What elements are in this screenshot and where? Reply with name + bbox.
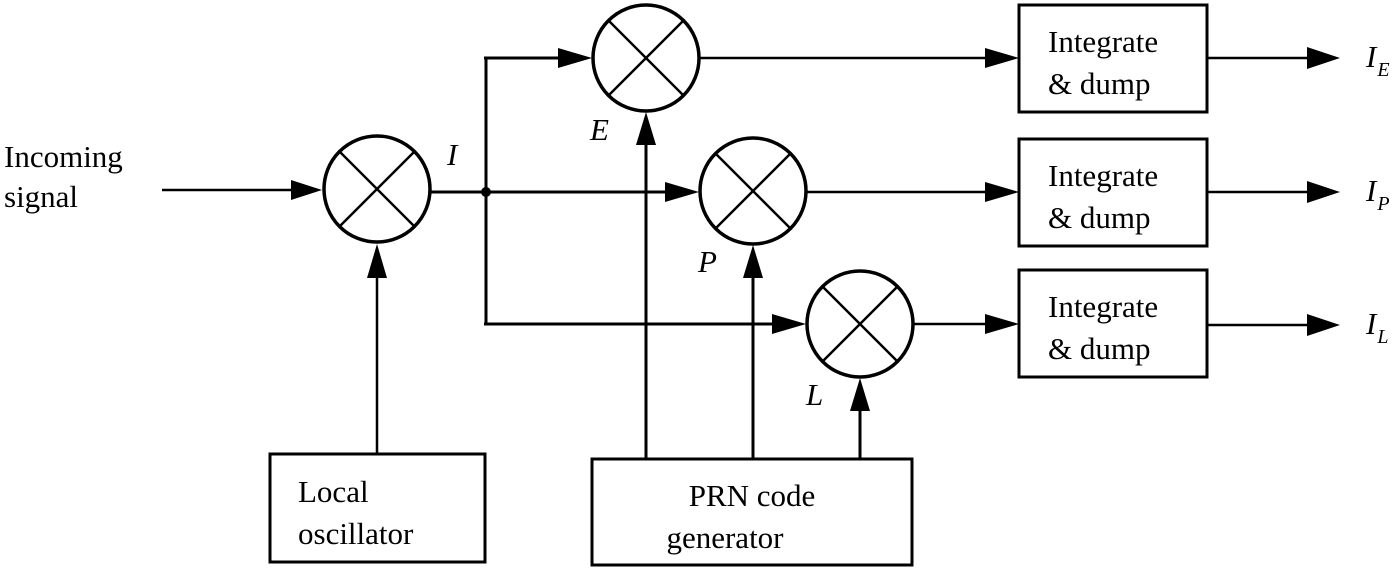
local-oscillator-box: Local oscillator (268, 452, 487, 564)
branch-e-arrow-icon (558, 48, 592, 68)
integrate-dump-p-line2: & dump (1048, 200, 1150, 235)
int-l-input-arrow-icon (985, 314, 1019, 334)
mixer-l-label: L (805, 377, 823, 412)
integrate-dump-e-line2: & dump (1048, 66, 1150, 101)
mixer-e-label: E (589, 112, 609, 147)
branch-p-arrow-icon (665, 182, 699, 202)
mixer-p-label: P (697, 244, 717, 279)
integrate-dump-l: Integrate & dump (1017, 268, 1209, 379)
int-p-input-arrow-icon (985, 182, 1019, 202)
incoming-signal-label-line2: signal (4, 179, 78, 214)
mixer-p (698, 136, 808, 246)
incoming-arrow-icon (291, 180, 322, 200)
integrate-dump-e: Integrate & dump (1017, 3, 1209, 114)
integrate-dump-p-line1: Integrate (1048, 158, 1158, 193)
prn-generator-line1: PRN code (689, 478, 816, 513)
lo-arrow-icon (367, 244, 387, 278)
prn-p-arrow-icon (743, 245, 763, 278)
mixer-l (805, 269, 915, 379)
prn-l-arrow-icon (850, 378, 870, 411)
local-oscillator-line2: oscillator (298, 516, 414, 551)
local-oscillator-line1: Local (298, 474, 369, 509)
main-mixer-output-label: I (446, 137, 459, 172)
integrate-dump-p: Integrate & dump (1017, 137, 1209, 248)
integrate-dump-e-line1: Integrate (1048, 24, 1158, 59)
output-e-label: IE (1365, 39, 1390, 81)
int-e-input-arrow-icon (985, 48, 1019, 68)
prn-generator-box: PRN code generator (590, 457, 914, 567)
output-p-label: IP (1365, 173, 1390, 215)
main-mixer (322, 134, 432, 244)
prn-e-arrow-icon (636, 112, 656, 145)
integrate-dump-l-line2: & dump (1048, 331, 1150, 366)
output-l-label: IL (1365, 306, 1388, 348)
integrate-dump-l-line1: Integrate (1048, 289, 1158, 324)
branch-l-arrow-icon (772, 314, 806, 334)
output-p-arrow-icon (1307, 181, 1340, 203)
incoming-signal-label-line1: Incoming (4, 139, 123, 174)
output-l-arrow-icon (1307, 314, 1340, 336)
output-e-arrow-icon (1307, 47, 1340, 69)
prn-generator-line2: generator (666, 520, 784, 555)
mixer-e (591, 3, 701, 113)
